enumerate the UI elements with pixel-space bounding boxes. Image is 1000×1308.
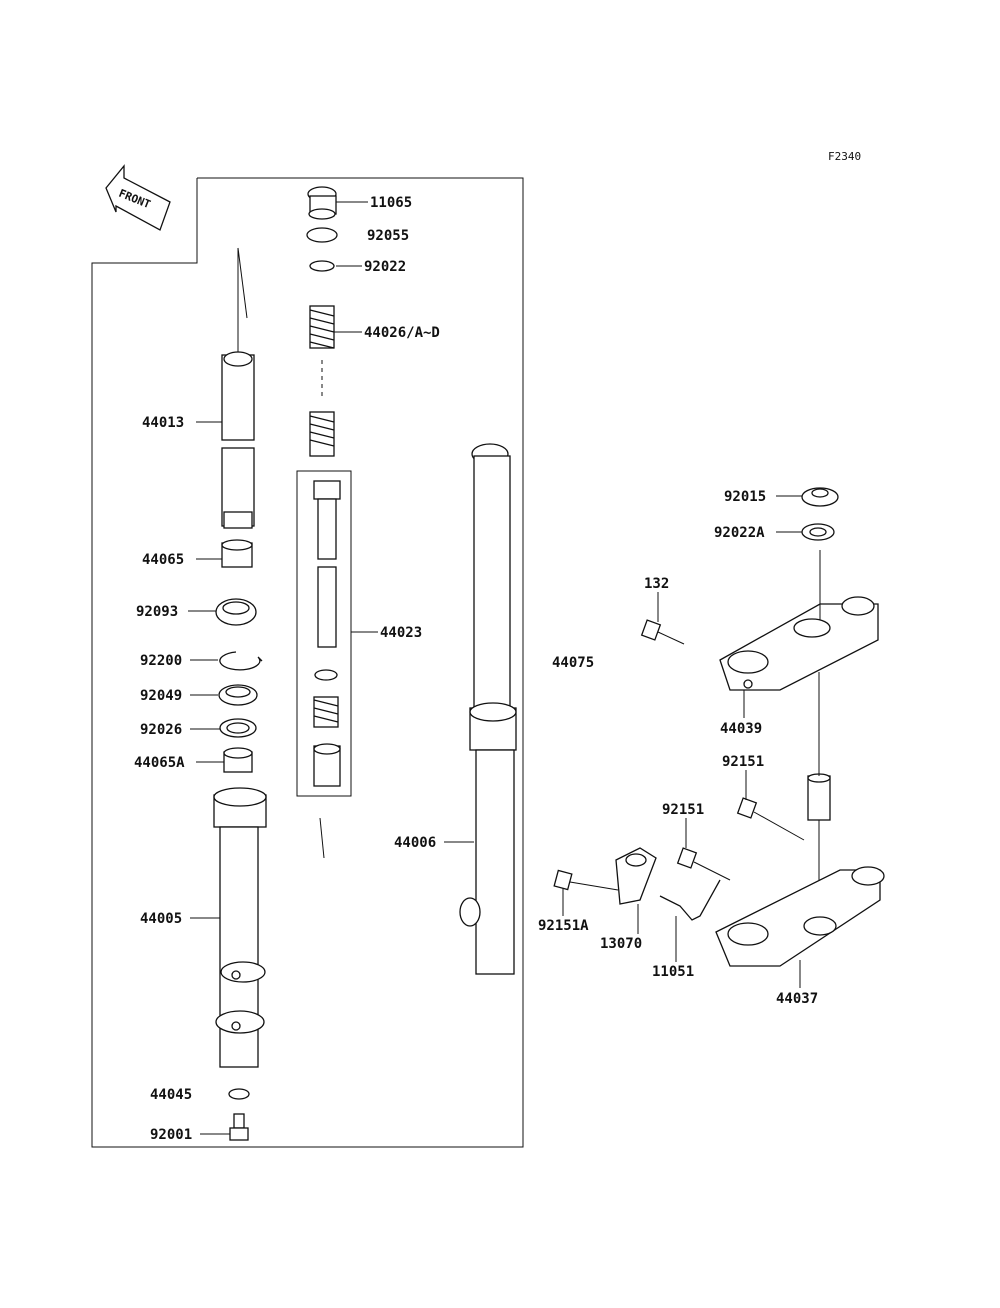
- outer-tube-44005: [213, 787, 267, 1068]
- label-44006: 44006: [394, 835, 436, 851]
- stop-ring-92200: [219, 651, 263, 671]
- label-44005: 44005: [140, 911, 182, 927]
- o-ring-92022: [309, 260, 335, 272]
- label-44026: 44026/A~D: [364, 325, 440, 341]
- label-44065: 44065: [142, 552, 184, 568]
- washer-92022a: [801, 523, 835, 541]
- bush-44065a: [223, 747, 253, 773]
- leader-lines: [188, 201, 802, 1135]
- damper-rod-frame: [296, 470, 352, 797]
- bolt-92151-upper: [736, 797, 805, 841]
- label-11051: 11051: [652, 964, 694, 980]
- label-44039: 44039: [720, 721, 762, 737]
- label-44013: 44013: [142, 415, 184, 431]
- label-92001: 92001: [150, 1127, 192, 1143]
- bush-44065: [221, 539, 253, 568]
- label-92151a: 92151A: [538, 918, 589, 934]
- label-92151-lower: 92151: [662, 802, 704, 818]
- upper-bracket-44039: [719, 550, 879, 691]
- label-11065: 11065: [370, 195, 412, 211]
- diagram-code: F2340: [828, 150, 861, 163]
- label-44045: 44045: [150, 1087, 192, 1103]
- damper-rod-44023: [313, 480, 341, 787]
- label-44023: 44023: [380, 625, 422, 641]
- oil-seal-92049: [218, 684, 258, 706]
- label-44037: 44037: [776, 991, 818, 1007]
- front-arrow-icon: FRONT: [105, 164, 171, 231]
- o-ring-92055: [306, 227, 338, 243]
- nut-92015: [801, 487, 839, 507]
- label-92015: 92015: [724, 489, 766, 505]
- fork-assy-44006: [459, 443, 517, 975]
- clamp-11051: [659, 879, 721, 921]
- bolt-92151a: [553, 869, 619, 891]
- label-44075: 44075: [552, 655, 594, 671]
- dust-seal-92093: [215, 598, 257, 626]
- bolt-132: [640, 619, 685, 645]
- label-132: 132: [644, 576, 669, 592]
- label-44065a: 44065A: [134, 755, 185, 771]
- gasket-44045: [228, 1088, 250, 1100]
- fork-spring-44026: [309, 305, 335, 457]
- label-92151-upper: 92151: [722, 754, 764, 770]
- stem-44037: [715, 672, 885, 967]
- label-92200: 92200: [140, 653, 182, 669]
- washer-92026: [219, 718, 257, 738]
- holder-13070: [615, 847, 657, 905]
- label-13070: 13070: [600, 936, 642, 952]
- label-92022: 92022: [364, 259, 406, 275]
- label-92055: 92055: [367, 228, 409, 244]
- label-92049: 92049: [140, 688, 182, 704]
- bolt-92001: [229, 1113, 249, 1141]
- fork-assembly-frame: [91, 177, 524, 1148]
- inner-tube-44013: [221, 247, 255, 529]
- label-92093: 92093: [136, 604, 178, 620]
- cap-bolt-11065: [307, 186, 337, 220]
- label-92026: 92026: [140, 722, 182, 738]
- label-92022a: 92022A: [714, 525, 765, 541]
- bolt-92151-lower: [676, 847, 731, 881]
